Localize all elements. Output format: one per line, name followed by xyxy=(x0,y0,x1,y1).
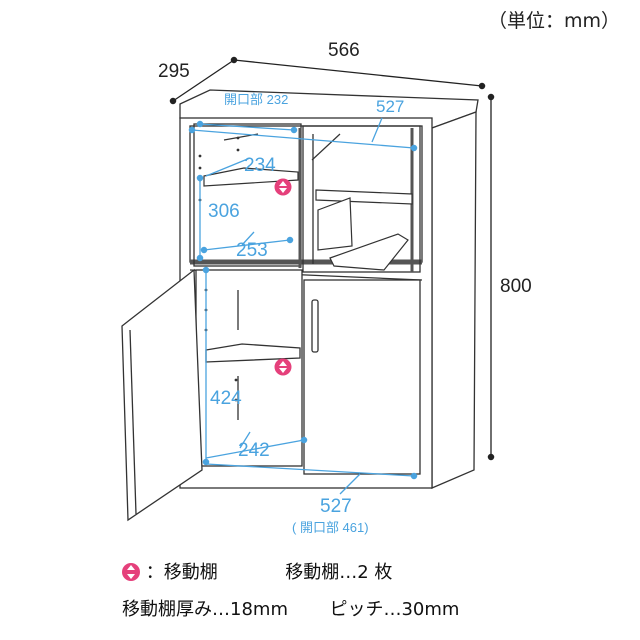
label-upper-bottom-depth: 253 xyxy=(236,240,268,261)
door-handle xyxy=(311,299,319,353)
label-upper-inner-height: 306 xyxy=(208,201,240,222)
movable-shelf-icon xyxy=(274,178,292,196)
glass-door-right xyxy=(302,125,421,273)
label-upper-shelf-depth: 234 xyxy=(244,155,276,176)
legend-row-1: ：移動棚 移動棚…2 枚 xyxy=(122,558,392,584)
legend-row-2: 移動棚厚み…18mm ピッチ…30mm xyxy=(122,595,459,621)
movable-shelf-icon xyxy=(122,563,140,581)
upper-shelves xyxy=(203,133,413,271)
label-width: 566 xyxy=(328,40,360,61)
movable-shelf-icon xyxy=(274,358,292,376)
legend-icon-label: ：移動棚 xyxy=(145,562,218,583)
label-lower-bottom-depth: 242 xyxy=(238,440,270,461)
label-lower-inner-width: 527 xyxy=(320,496,352,517)
label-upper-inner-width: 527 xyxy=(376,97,404,116)
legend-shelf-thickness: 移動棚厚み…18mm xyxy=(122,599,288,620)
lower-right-door xyxy=(303,279,421,475)
label-lower-opening: ( 開口部 461) xyxy=(292,520,369,535)
legend-shelf-count: 移動棚…2 枚 xyxy=(285,562,393,583)
upper-movable-shelf-right xyxy=(315,189,413,205)
inner-dimension-lines xyxy=(188,117,418,495)
label-depth: 295 xyxy=(158,61,190,82)
cabinet-side-panel xyxy=(431,111,477,489)
label-height: 800 xyxy=(500,276,532,297)
lower-left-door-open xyxy=(121,268,203,522)
legend-pitch: ピッチ…30mm xyxy=(329,599,460,620)
outer-dimension-lines xyxy=(169,56,495,461)
lower-doors xyxy=(121,268,421,522)
unit-label: （単位：mm） xyxy=(487,10,620,32)
label-upper-opening: 開口部 232 xyxy=(224,92,288,107)
label-lower-inner-height: 424 xyxy=(210,388,242,409)
